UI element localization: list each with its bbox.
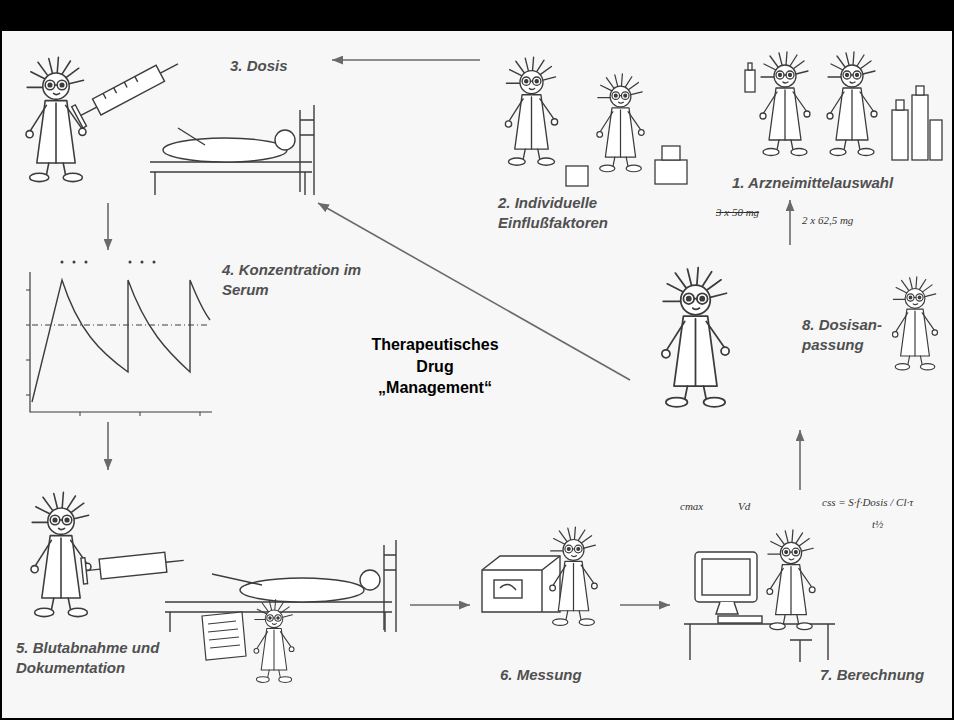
handwritten-note: 2 x 62,5 mg (802, 214, 853, 226)
computer (684, 552, 835, 662)
analyzer-device (482, 556, 560, 612)
process-step: 8. Dosisan- passung (630, 245, 940, 430)
measurement-picture (482, 527, 597, 625)
influence-factors-picture (505, 57, 687, 186)
doctor-figure (893, 277, 938, 370)
concentration-chart (26, 261, 212, 417)
flow-arrow (620, 604, 670, 606)
step-label-holder: 8. Dosisan- passung (802, 315, 902, 354)
package-group (566, 146, 687, 186)
doctor-figure (760, 52, 810, 156)
dose-picture (26, 53, 314, 195)
flow-arrow (410, 604, 470, 606)
process-step: 6. Messung (470, 520, 620, 695)
process-step: 1. Arzneimittelauswahl (720, 38, 945, 200)
handwritten-note: t½ (872, 518, 883, 530)
flow-arrow (332, 59, 480, 61)
step-label: 7. Berechnung (820, 665, 938, 685)
step-label-holder: 1. Arzneimittelauswahl (732, 173, 937, 193)
process-step: 2. Individuelle Einflußfaktoren (480, 38, 695, 238)
handwritten-note: cmax (680, 500, 703, 512)
bed-with-patient (150, 105, 314, 195)
step-label: 4. Konzentration im Serum (222, 260, 372, 299)
doctor-figure (662, 268, 729, 407)
step-label: 5. Blutabnahme und Dokumentation (16, 638, 206, 677)
dose-adjustment-picture (662, 268, 938, 407)
step-label-holder: 5. Blutabnahme und Dokumentation (16, 638, 206, 677)
process-step: 4. Konzentration im Serum (12, 250, 376, 422)
flow-arrow (799, 430, 801, 490)
step-label-holder: 4. Konzentration im Serum (222, 260, 372, 299)
calculation-picture (684, 530, 835, 662)
doctor-figure (254, 600, 294, 683)
doctor-figure (31, 492, 91, 616)
doctor-figure (827, 52, 877, 156)
step-label-holder: 2. Individuelle Einflußfaktoren (498, 193, 673, 232)
handwritten-note: 3 x 50 mg (716, 206, 759, 218)
doctor-figure (597, 74, 644, 172)
handwritten-note: css = S·f·Dosis / Cl·τ (822, 496, 913, 508)
syringe (81, 547, 185, 584)
header-bar (0, 0, 954, 30)
step-label: 3. Dosis (230, 56, 325, 76)
flow-arrow (107, 422, 109, 470)
doctor-figure (550, 527, 598, 625)
flow-arrow (789, 200, 791, 245)
drug-selection-picture (745, 52, 942, 160)
doctor-figure (26, 57, 86, 181)
doctor-figure (767, 530, 815, 630)
step-label-holder: 3. Dosis (230, 56, 325, 76)
bottle-group (745, 63, 942, 160)
doctor-figure (505, 57, 557, 165)
step-label: 8. Dosisan- passung (802, 315, 902, 354)
handwritten-note: Vd (738, 500, 750, 512)
process-step: 7. Berechnung (670, 490, 942, 690)
diagram-title: Therapeutisches Drug „Management“ (360, 334, 510, 399)
step-label-holder: 7. Berechnung (820, 665, 938, 685)
step-label: 6. Messung (500, 665, 615, 685)
record-sheet (202, 612, 246, 660)
frame (1, 30, 953, 719)
process-step: 3. Dosis (12, 38, 332, 203)
step-label: 2. Individuelle Einflußfaktoren (498, 193, 673, 232)
process-step: 5. Blutabnahme und Dokumentation (10, 470, 410, 695)
syringe (72, 53, 184, 128)
flow-arrow (107, 203, 109, 250)
step-label: 1. Arzneimittelauswahl (732, 173, 937, 193)
step-label-holder: 6. Messung (500, 665, 615, 685)
